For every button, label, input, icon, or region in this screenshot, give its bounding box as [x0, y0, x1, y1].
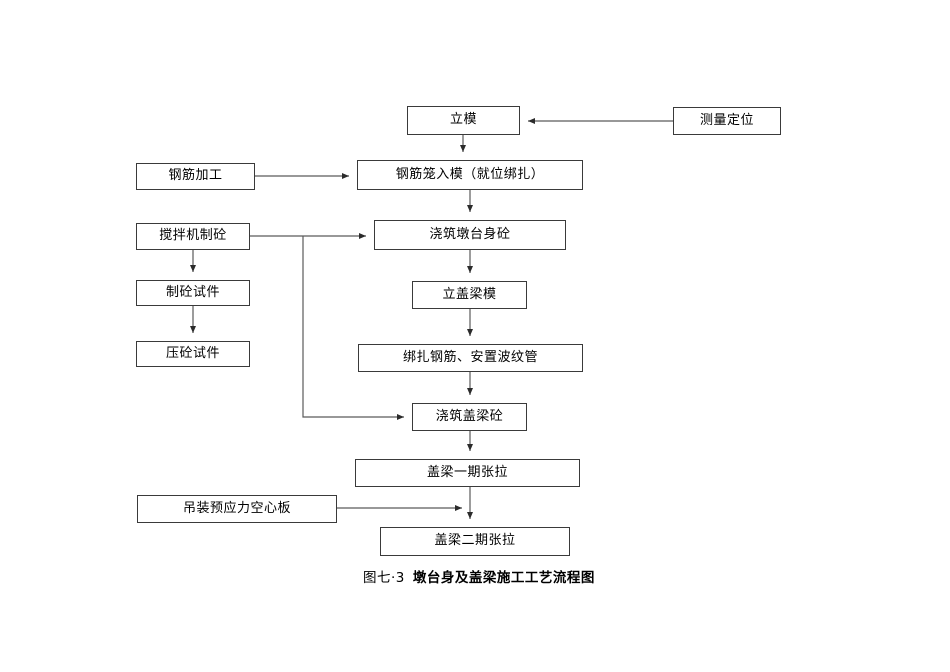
node-gangjinlong[interactable]: 钢筋笼入模（就位绑扎） — [357, 160, 583, 190]
node-gangjinjg[interactable]: 钢筋加工 — [136, 163, 255, 190]
figure-caption-title: 墩台身及盖梁施工工艺流程图 — [412, 570, 595, 586]
node-yatongshi[interactable]: 压砼试件 — [136, 341, 250, 367]
figure-caption: 图七·3 墩台身及盖梁施工工艺流程图 — [363, 566, 595, 586]
connector-jiaobanji-to-jiaozhugai — [302, 236, 404, 420]
node-jiaozhugai[interactable]: 浇筑盖梁砼 — [412, 403, 527, 431]
node-jiaobanji[interactable]: 搅拌机制砼 — [136, 223, 250, 250]
node-limu[interactable]: 立模 — [407, 106, 520, 135]
node-zhangla2[interactable]: 盖梁二期张拉 — [380, 527, 570, 556]
figure-caption-number: 图七·3 — [363, 570, 405, 586]
node-celiang[interactable]: 测量定位 — [673, 107, 781, 135]
node-zhitongshi[interactable]: 制砼试件 — [136, 280, 250, 306]
node-jiaozhudun[interactable]: 浇筑墩台身砼 — [374, 220, 566, 250]
node-ligailiang[interactable]: 立盖梁模 — [412, 281, 527, 309]
node-bangzha[interactable]: 绑扎钢筋、安置波纹管 — [358, 344, 583, 372]
node-zhangla1[interactable]: 盖梁一期张拉 — [355, 459, 580, 487]
node-diaozhuang[interactable]: 吊装预应力空心板 — [137, 495, 337, 523]
